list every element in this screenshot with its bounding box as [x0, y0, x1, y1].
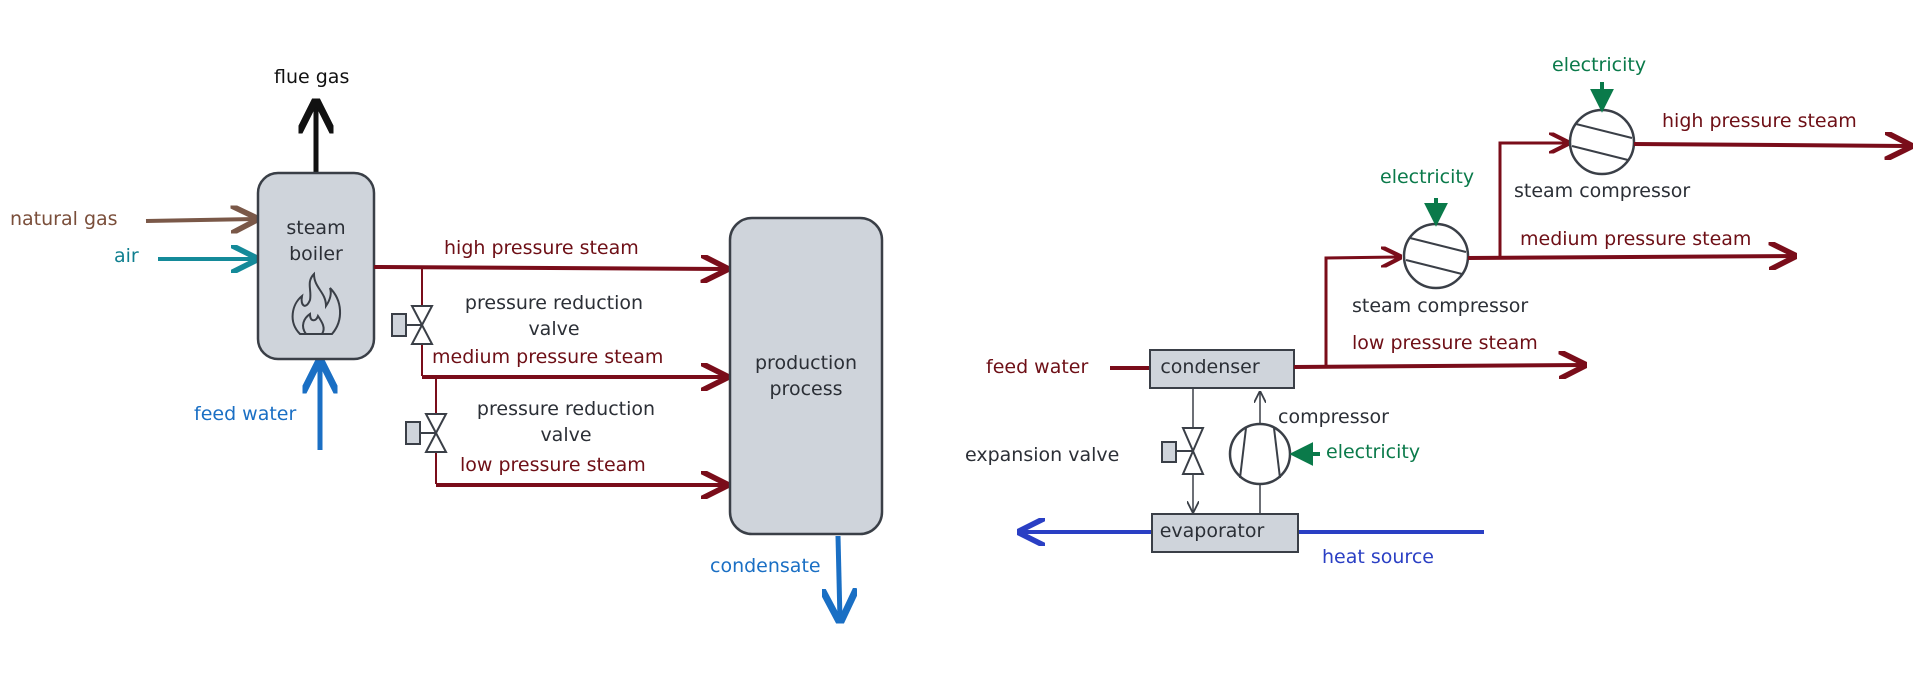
evaporator-label: evaporator	[1159, 520, 1265, 542]
valve1-label-line2: valve	[528, 318, 580, 340]
pressure-reduction-valve-1	[391, 305, 434, 345]
evaporator-box	[1151, 513, 1299, 553]
condenser	[1149, 349, 1295, 389]
mp-steam-label-left: medium pressure steam	[432, 346, 664, 368]
electricity-label-top: electricity	[1552, 54, 1647, 76]
lp-steam-label-left: low pressure steam	[460, 454, 646, 476]
mp-steam-line-right	[1467, 256, 1794, 258]
production-process	[728, 216, 884, 536]
valve2-label-line1: pressure reduction	[476, 398, 656, 420]
steam-compressor-label-top: steam compressor	[1514, 180, 1691, 202]
branch-to-steam-compressor-1	[1324, 257, 1400, 367]
steam-compressor-label-mid: steam compressor	[1352, 295, 1529, 317]
compressor-label: compressor	[1278, 406, 1389, 428]
flame-icon	[291, 271, 341, 335]
electricity-label-mid: electricity	[1380, 166, 1475, 188]
flue-gas-label: flue gas	[274, 66, 350, 88]
hp-steam-label-right: high pressure steam	[1662, 110, 1857, 132]
steam-boiler	[256, 171, 376, 361]
lp-steam-line-right	[1293, 365, 1584, 367]
feed-water-label-right: feed water	[986, 356, 1089, 378]
steam-compressor-2	[1568, 108, 1636, 176]
condensate-label: condensate	[710, 555, 821, 577]
natural-gas-arrow	[145, 219, 256, 221]
steam-compressor-1	[1402, 222, 1470, 290]
valve1-label-line1: pressure reduction	[464, 292, 644, 314]
branch-to-steam-compressor-2	[1498, 143, 1568, 258]
electricity-label-bottom: electricity	[1326, 441, 1421, 463]
process-label-line1: production	[754, 352, 858, 374]
condenser-label: condenser	[1160, 356, 1260, 378]
hp-steam-line-left	[373, 267, 726, 269]
expansion-valve	[1161, 427, 1205, 475]
air-label: air	[114, 245, 139, 267]
pressure-reduction-valve-2	[405, 413, 448, 453]
hp-steam-line-right	[1633, 144, 1910, 146]
process-label-line2: process	[769, 378, 843, 400]
heat-source-label: heat source	[1322, 546, 1434, 568]
boiler-label-line1: steam	[286, 217, 346, 239]
lp-steam-label-right: low pressure steam	[1352, 332, 1538, 354]
natural-gas-label: natural gas	[10, 208, 118, 230]
feed-water-label-left: feed water	[194, 403, 297, 425]
heat-pump-compressor	[1228, 422, 1292, 486]
condensate-arrow	[838, 535, 840, 620]
boiler-label-line2: boiler	[289, 243, 343, 265]
mp-steam-label-right: medium pressure steam	[1520, 228, 1752, 250]
hp-steam-label-left: high pressure steam	[444, 237, 639, 259]
expansion-valve-label: expansion valve	[965, 444, 1120, 466]
valve2-label-line2: valve	[540, 424, 592, 446]
